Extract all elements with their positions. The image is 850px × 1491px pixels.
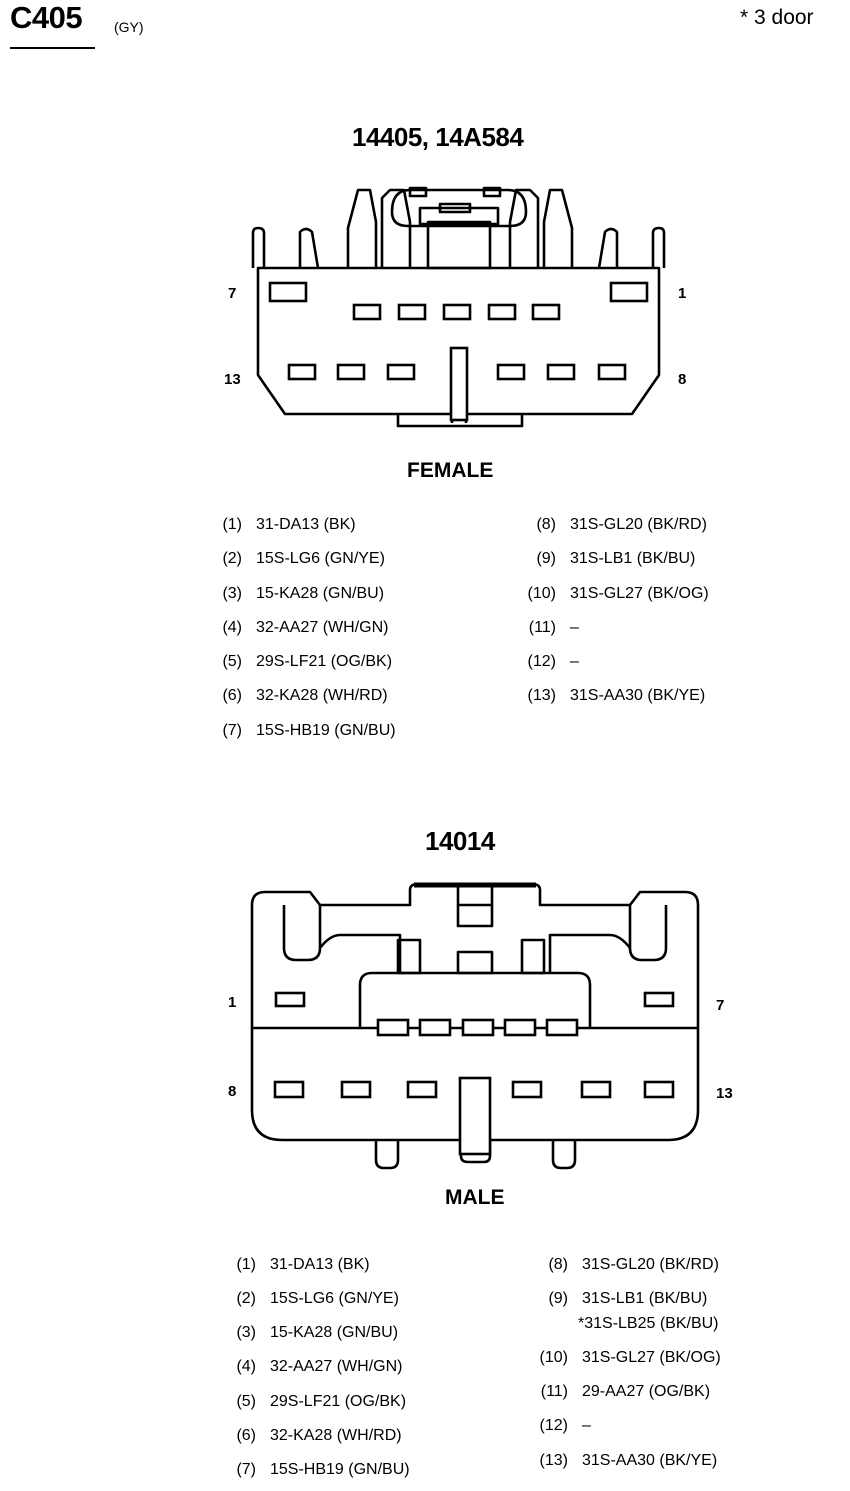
male-cavity-2	[376, 1018, 410, 1037]
male-circuit-row-7: (7)15S-HB19 (GN/BU)	[236, 1461, 410, 1478]
female-cavity-12	[336, 363, 366, 381]
male-cavity-11	[511, 1080, 543, 1099]
female-left-tab-inner	[298, 227, 320, 269]
male-center-post	[456, 950, 494, 975]
male-circuit-row-10: (10)31S-GL27 (BK/OG)	[539, 1349, 721, 1366]
female-circuit-row-4: (4)32-AA27 (WH/GN)	[222, 619, 389, 636]
female-bottom-latch	[396, 414, 524, 428]
male-right-hood	[628, 905, 668, 962]
female-right-latch	[542, 188, 574, 268]
female-circuit-row-9: (9)31S-LB1 (BK/BU)	[536, 550, 696, 567]
female-cavity-7	[268, 281, 308, 303]
male-circuit-row-3: (3)15-KA28 (GN/BU)	[236, 1324, 399, 1341]
female-circuit-row-1: (1)31-DA13 (BK)	[222, 516, 356, 533]
female-right-tab-outer	[651, 226, 666, 268]
male-cavity-8	[273, 1080, 305, 1099]
female-circuit-row-13: (13)31S-AA30 (BK/YE)	[527, 687, 706, 704]
male-cavity-4	[461, 1018, 495, 1037]
female-housing-outline	[256, 266, 661, 416]
male-pin-label-8: 8	[228, 1083, 237, 1100]
female-cavity-10	[496, 363, 526, 381]
female-label: FEMALE	[407, 459, 494, 482]
male-cavity-3	[418, 1018, 452, 1037]
female-circuit-row-8: (8)31S-GL20 (BK/RD)	[536, 516, 707, 533]
footnote-3-door: * 3 door	[740, 6, 814, 29]
male-cavity-9	[340, 1080, 372, 1099]
female-pin-label-8: 8	[678, 371, 687, 388]
female-connector-face	[251, 186, 666, 428]
female-left-latch	[346, 188, 378, 268]
female-top-bridge	[390, 188, 528, 228]
male-circuit-row-6: (6)32-KA28 (WH/RD)	[236, 1427, 402, 1444]
female-pin-label-13: 13	[224, 371, 241, 388]
male-circuit-row-11: (11)29-AA27 (OG/BK)	[540, 1383, 711, 1400]
male-left-foot	[374, 1140, 400, 1170]
male-circuit-row-4: (4)32-AA27 (WH/GN)	[236, 1358, 403, 1375]
female-cavity-13	[287, 363, 317, 381]
female-cavity-6	[352, 303, 382, 321]
female-cavity-2	[531, 303, 561, 321]
female-circuit-row-12: (12)–	[527, 653, 579, 670]
connector-code: C405	[10, 0, 83, 35]
male-center-block	[358, 971, 592, 1028]
male-center-foot	[459, 1140, 492, 1164]
female-pin-label-1: 1	[678, 285, 687, 302]
female-cavity-9	[546, 363, 576, 381]
female-cavity-4	[442, 303, 472, 321]
female-cavity-8	[597, 363, 627, 381]
female-circuit-row-5: (5)29S-LF21 (OG/BK)	[222, 653, 393, 670]
male-connector-part-number: 14014	[425, 826, 495, 856]
female-pin-label-7: 7	[228, 285, 237, 302]
male-circuit-row-5: (5)29S-LF21 (OG/BK)	[236, 1393, 407, 1410]
connector-color: (GY)	[114, 19, 144, 35]
male-right-post	[520, 938, 546, 975]
male-cavity-12	[580, 1080, 612, 1099]
female-circuit-row-6: (6)32-KA28 (WH/RD)	[222, 687, 388, 704]
female-center-lock	[426, 220, 492, 270]
male-pin-label-1: 1	[228, 994, 237, 1011]
female-right-tab-inner	[597, 227, 619, 269]
female-circuit-row-3: (3)15-KA28 (GN/BU)	[222, 585, 385, 602]
male-cavity-1	[274, 991, 306, 1008]
female-cavity-3	[487, 303, 517, 321]
male-circuit-row-2: (2)15S-LG6 (GN/YE)	[236, 1290, 399, 1307]
male-right-foot	[551, 1140, 577, 1170]
male-cavity-13	[643, 1080, 675, 1099]
male-pin-label-7: 7	[716, 997, 725, 1014]
male-circuit-row-9: (9)31S-LB1 (BK/BU)	[548, 1290, 708, 1307]
female-left-tab-outer	[251, 226, 266, 268]
male-circuit-row-9-alt: *31S-LB25 (BK/BU)	[578, 1315, 719, 1332]
male-cavity-6	[545, 1018, 579, 1037]
female-connector-part-numbers: 14405, 14A584	[352, 122, 524, 152]
male-center-key	[458, 1076, 492, 1156]
female-circuit-row-2: (2)15S-LG6 (GN/YE)	[222, 550, 385, 567]
male-circuit-row-12: (12)–	[539, 1417, 591, 1434]
male-circuit-row-1: (1)31-DA13 (BK)	[236, 1256, 370, 1273]
male-circuit-row-13: (13)31S-AA30 (BK/YE)	[539, 1452, 718, 1469]
female-circuit-row-7: (7)15S-HB19 (GN/BU)	[222, 722, 396, 739]
female-cavity-1	[609, 281, 649, 303]
female-circuit-row-11: (11)–	[528, 619, 579, 636]
male-cavity-5	[503, 1018, 537, 1037]
female-cavity-11	[386, 363, 416, 381]
male-pin-label-13: 13	[716, 1085, 733, 1102]
male-circuit-row-8: (8)31S-GL20 (BK/RD)	[548, 1256, 719, 1273]
male-left-hood	[282, 905, 322, 962]
male-connector-face	[250, 882, 700, 1170]
male-label: MALE	[445, 1186, 505, 1209]
female-center-key	[449, 346, 469, 422]
male-cavity-7	[643, 991, 675, 1008]
male-cavity-10	[406, 1080, 438, 1099]
female-circuit-row-10: (10)31S-GL27 (BK/OG)	[527, 585, 709, 602]
female-cavity-5	[397, 303, 427, 321]
connector-code-underline	[10, 47, 95, 49]
